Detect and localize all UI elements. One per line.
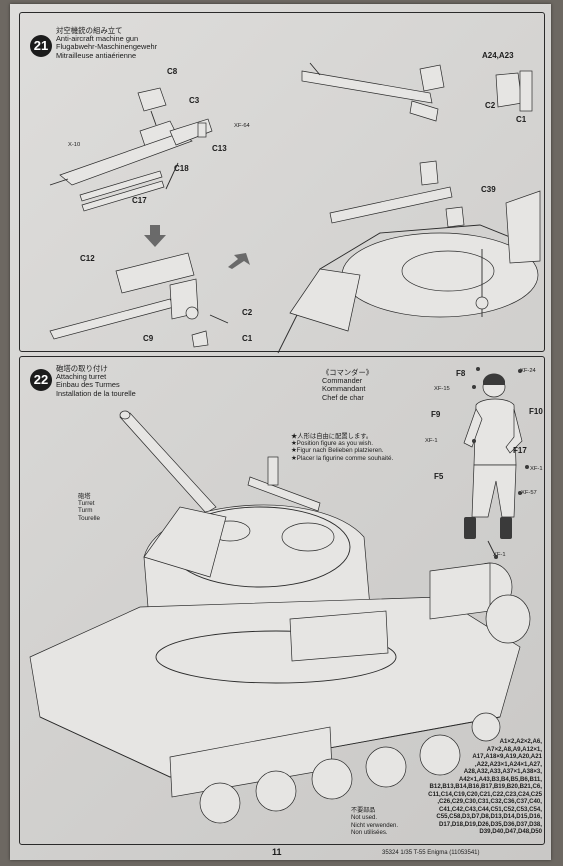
parts-list-line: D17,D18,D19,D26,D35,D36,D37,D38, bbox=[439, 820, 542, 828]
part-c1: C1 bbox=[516, 115, 527, 124]
paint-x10: X-10 bbox=[68, 142, 81, 148]
part-c17: C17 bbox=[132, 196, 147, 205]
parts-list-line: A28,A32,A33,A37×1,A38×3, bbox=[463, 768, 542, 775]
step-21-title-ja: 対空機銃の組み立て bbox=[56, 26, 123, 35]
part-c12: C12 bbox=[80, 254, 95, 263]
position-note-ja: ★人形は自由に配置します。 bbox=[291, 433, 373, 440]
part-c2-second: C2 bbox=[242, 308, 253, 317]
step-21-number: 21 bbox=[30, 35, 52, 57]
parts-list-line: A7×2,A8,A9,A12×1, bbox=[486, 745, 542, 753]
step-22-illustration bbox=[29, 367, 531, 824]
part-c13: C13 bbox=[212, 144, 227, 153]
parts-list-line: C11,C14,C19,C20,C21,C22,C23,C24,C25 bbox=[428, 790, 542, 798]
step-21-panel: 21 対空機銃の組み立て Anti-aircraft machine gun F… bbox=[19, 12, 545, 354]
turret-label-en: Turret bbox=[78, 500, 95, 508]
part-c8: C8 bbox=[167, 67, 178, 76]
paint-xf1-third: XF-1 bbox=[493, 552, 506, 558]
paint-xf15: XF-15 bbox=[434, 386, 450, 392]
part-c9: C9 bbox=[143, 334, 154, 343]
position-note-en: ★Position figure as you wish. bbox=[291, 440, 373, 448]
step-22-panel: 22 砲塔の取り付け Attaching turret Einbau des T… bbox=[19, 356, 545, 845]
parts-list-line: D39,D40,D47,D48,D50 bbox=[479, 828, 542, 835]
position-note-de: ★Figur nach Belieben platzieren. bbox=[291, 447, 384, 455]
step-22-number: 22 bbox=[30, 369, 52, 391]
commander-label-fr: Chef de char bbox=[322, 392, 364, 402]
parts-list-line: ,A22,A23×1,A24×1,A27, bbox=[474, 760, 542, 768]
part-a24-a23: A24,A23 bbox=[482, 51, 514, 60]
part-f8: F8 bbox=[456, 369, 466, 378]
parts-list-line: C41,C42,C43,C44,C51,C52,C53,C54, bbox=[439, 805, 542, 813]
paint-xf1-first: XF-1 bbox=[425, 438, 438, 444]
unused-parts-list: A1×2,A2×2,A6, A7×2,A8,A9,A12×1, A17,A18×… bbox=[428, 738, 542, 836]
commander-label-en: Commander bbox=[322, 376, 363, 386]
not-used-label-ja: 不要部品 bbox=[351, 807, 376, 814]
instruction-sheet: 21 対空機銃の組み立て Anti-aircraft machine gun F… bbox=[10, 4, 551, 860]
parts-list-line: B12,B13,B14,B16,B17,B19,B20,B21,C6, bbox=[429, 783, 542, 790]
paint-xf24: XF-24 bbox=[520, 368, 536, 374]
not-used-label-en: Not used. bbox=[351, 814, 378, 822]
page-number: 11 bbox=[272, 847, 282, 857]
paint-xf1-second: XF-1 bbox=[530, 466, 543, 472]
part-f5: F5 bbox=[434, 472, 444, 481]
part-c3: C3 bbox=[189, 96, 200, 105]
part-c39: C39 bbox=[481, 185, 496, 194]
step-21-title-en: Anti-aircraft machine gun bbox=[56, 34, 139, 44]
position-note-fr: ★Placer la figurine comme souhaité. bbox=[291, 454, 394, 462]
parts-list-line: ,C26,C29,C30,C31,C32,C36,C37,C40, bbox=[437, 798, 542, 805]
parts-list-line: A42×1,A43,B3,B4,B5,B6,B11, bbox=[458, 775, 542, 783]
step-22-title-ja: 砲塔の取り付け bbox=[56, 364, 108, 373]
not-used-label-fr: Non utilisées. bbox=[351, 829, 388, 837]
commander-label-ja: 《コマンダー》 bbox=[322, 368, 374, 377]
not-used-label: 不要部品 Not used. Nicht verwenden. Non util… bbox=[351, 807, 398, 837]
paint-xf57: XF-57 bbox=[521, 490, 537, 496]
part-c1-second: C1 bbox=[242, 334, 253, 343]
part-c18: C18 bbox=[174, 164, 189, 173]
part-f17: F17 bbox=[513, 446, 527, 455]
step-22-title-de: Einbau des Turmes bbox=[56, 380, 120, 390]
position-note: ★人形は自由に配置します。 ★Position figure as you wi… bbox=[291, 433, 393, 462]
part-c2: C2 bbox=[485, 101, 496, 110]
step-22-title: 砲塔の取り付け Attaching turret Einbau des Turm… bbox=[56, 364, 136, 398]
step-22-title-en: Attaching turret bbox=[56, 372, 107, 382]
turret-label-de: Turm bbox=[78, 507, 93, 515]
parts-list-line: A17,A18×9,A19,A20,A21 bbox=[472, 753, 542, 760]
turret-label-fr: Tourelle bbox=[78, 514, 101, 522]
turret-label: 砲塔 Turret Turm Tourelle bbox=[78, 493, 100, 522]
step-21-title-fr: Mitrailleuse antiaérienne bbox=[56, 50, 137, 60]
not-used-label-de: Nicht verwenden. bbox=[351, 821, 399, 829]
commander-label-de: Kommandant bbox=[322, 384, 366, 394]
commander-label: 《コマンダー》 Commander Kommandant Chef de cha… bbox=[322, 368, 374, 402]
step-22-title-fr: Installation de la tourelle bbox=[56, 388, 136, 398]
step-21-title-de: Flugabwehr-Maschinengewehr bbox=[56, 42, 158, 52]
turret-label-ja: 砲塔 bbox=[78, 493, 91, 500]
part-f10: F10 bbox=[529, 407, 543, 416]
parts-list-line: A1×2,A2×2,A6, bbox=[499, 738, 542, 745]
step-21-illustration bbox=[49, 62, 541, 354]
paint-xf64: XF-64 bbox=[234, 123, 250, 129]
parts-list-line: C55,C58,D3,D7,D8,D13,D14,D15,D16, bbox=[436, 813, 542, 820]
footer-code: 35324 1/35 T-55 Enigma (11053541) bbox=[382, 850, 480, 856]
step-21-title: 対空機銃の組み立て Anti-aircraft machine gun Flug… bbox=[56, 26, 158, 60]
part-f9: F9 bbox=[431, 410, 441, 419]
